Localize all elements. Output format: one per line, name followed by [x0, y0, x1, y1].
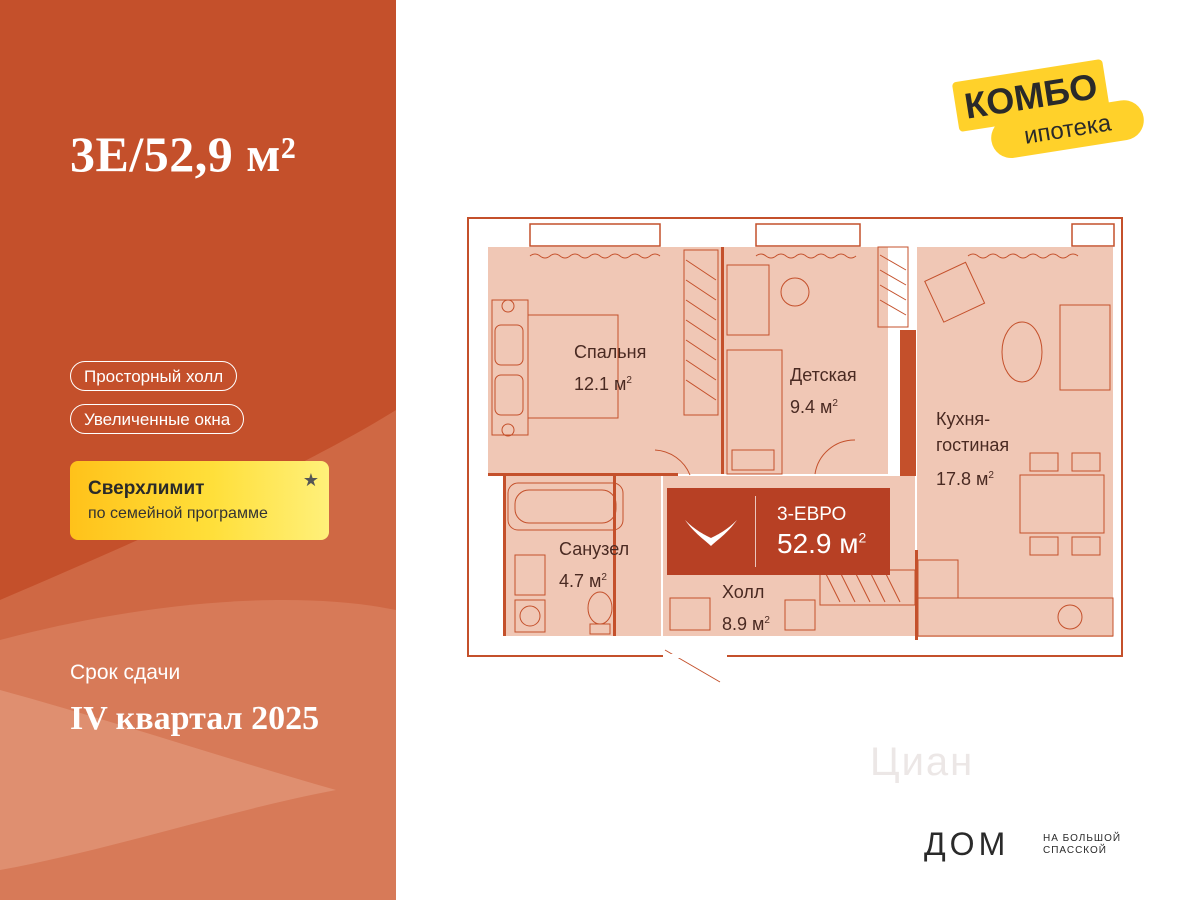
- kitchen-name-line2: гостиная: [936, 435, 1010, 455]
- star-icon: ★: [302, 470, 319, 490]
- hall-name: Холл: [722, 582, 765, 602]
- feature-pill-hall: Просторный холл: [70, 361, 238, 391]
- unit-type: 3-ЕВРО: [777, 504, 847, 525]
- kids-name: Детская: [790, 365, 857, 385]
- promo-subtitle: по семейной программе: [88, 505, 268, 522]
- page-title: 3Е/52,9 м²: [70, 126, 297, 182]
- kitchen-name-line1: Кухня-: [936, 409, 991, 429]
- hall-area: 8.9 м2: [722, 614, 770, 634]
- bathroom-area: 4.7 м2: [559, 571, 607, 591]
- room-bedroom: [488, 247, 721, 474]
- bathroom-name: Санузел: [559, 539, 630, 559]
- brand-subtitle: НА БОЛЬШОЙ СПАССКОЙ: [1043, 833, 1122, 856]
- kids-area: 9.4 м2: [790, 397, 838, 417]
- promo-title: Сверхлимит: [88, 478, 205, 499]
- kitchen-area: 17.8 м2: [936, 469, 994, 489]
- bedroom-area: 12.1 м2: [574, 374, 632, 394]
- info-panel: 3Е/52,9 м² Просторный холл Увеличенные о…: [0, 0, 396, 900]
- bird-logo-icon: [685, 520, 737, 546]
- brand-dom: ДОМ: [924, 826, 1010, 862]
- promo-card[interactable]: Сверхлимит по семейной программе ★: [70, 461, 329, 540]
- badge-divider: [755, 496, 756, 567]
- delivery-label: Срок сдачи: [70, 661, 181, 684]
- combo-mortgage-sticker: КОМБО ипотека: [952, 59, 1144, 159]
- floor-plan: [467, 217, 1123, 683]
- feature-pill-windows: Увеличенные окна: [70, 404, 245, 434]
- room-bathroom: [503, 476, 661, 636]
- unit-badge: 3-ЕВРО 52.9 м2: [667, 488, 890, 575]
- watermark: Циан: [870, 740, 975, 784]
- bedroom-name: Спальня: [574, 342, 647, 362]
- delivery-value: IV квартал 2025: [70, 700, 320, 737]
- room-kitchen: [917, 247, 1113, 637]
- unit-area: 52.9 м2: [777, 528, 867, 559]
- room-kids: [723, 247, 888, 474]
